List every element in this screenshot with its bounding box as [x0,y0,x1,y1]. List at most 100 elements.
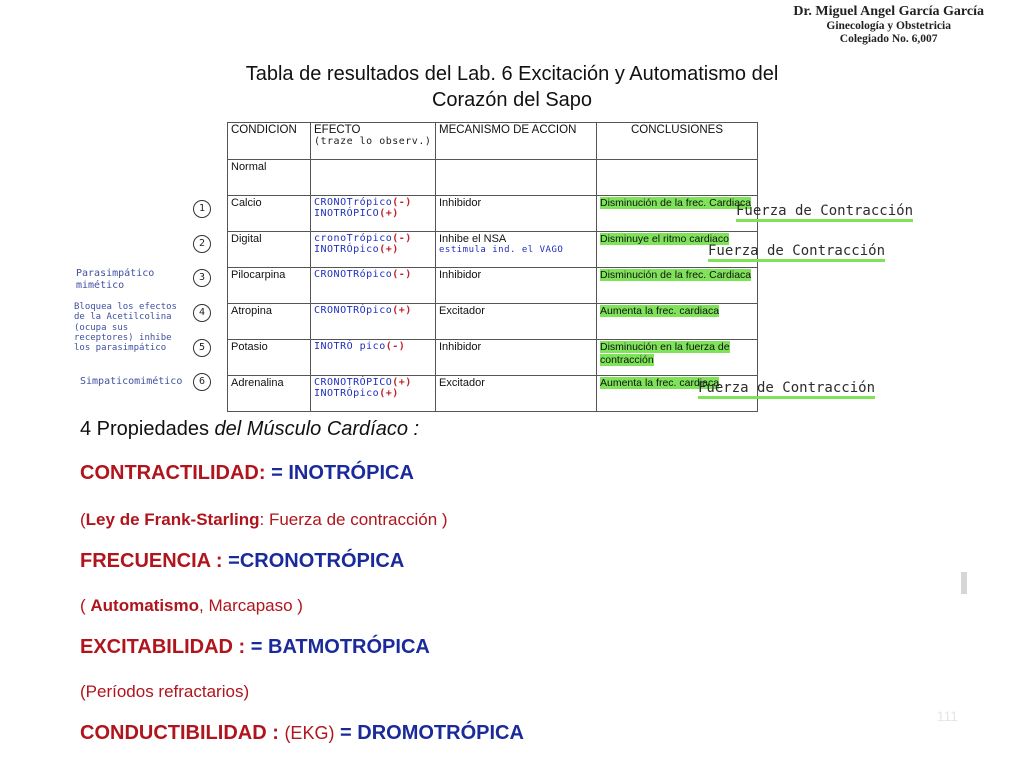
table-row: Pilocarpina CRONOTRópico(-) Inhibidor Di… [227,267,758,304]
conclusion-text: Disminución de la frec. Cardiaca [600,269,752,281]
effect-1-sign: (+) [392,377,412,388]
cell-mecanismo [435,159,597,196]
property-eq: = [271,462,283,484]
ley-open: ( [80,510,86,529]
ley-rest: : Fuerza de contracción ) [259,510,448,529]
property-excitabilidad: EXCITABILIDAD : = BATMOTRÓPICA [80,636,430,659]
cell-condicion: Normal [227,159,311,196]
properties-heading: 4 Propiedades del Músculo Cardíaco : [80,418,419,441]
effect-1-sign: (-) [392,233,412,244]
property-automatismo: ( Automatismo, Marcapaso ) [80,596,303,616]
conclusion-text: Disminuye el ritmo cardiaco [600,233,729,245]
header-condicion: CONDICION [227,122,311,160]
cell-conclusion [596,159,758,196]
cell-conclusion: Aumenta la frec. cardiaca [596,303,758,340]
heading-italic: del Músculo Cardíaco : [214,418,420,440]
effect-2: INOTRÓpico(+) [314,388,432,399]
cell-mecanismo: Excitador [435,375,597,412]
fuerza-note: Fuerza de Contracción [698,380,876,399]
table-row: Calcio CRONOTrópico(-) INOTRÓPICO(+) Inh… [227,195,758,232]
effect-1: cronoTrópico(-) [314,233,432,244]
mecanismo-note: estimula ind. el VAGO [439,245,564,255]
table-row: Normal [227,159,758,196]
property-value: DROMOTRÓPICA [357,722,524,744]
cell-efecto: CRONOTRÓpico(+) [310,303,436,340]
effect-1-text: CRONOTRÓpico [314,305,393,316]
property-label: EXCITABILIDAD : [80,636,246,658]
cell-condicion: Calcio [227,195,311,232]
effect-2-text: INOTRÓpico [314,388,380,399]
header-efecto-note: (traze lo observ.) [314,136,432,147]
mecanismo-text: Inhibe el NSA [439,233,507,245]
cell-efecto [310,159,436,196]
page-number: 111 [936,708,958,724]
property-conductibilidad: CONDUCTIBILIDAD : (EKG) = DROMOTRÓPICA [80,722,524,745]
effect-1-sign: (-) [385,341,406,352]
cell-mecanismo: Inhibidor [435,339,597,376]
effect-2: INOTRÓpico(+) [314,244,432,255]
property-periodos: (Períodos refractarios) [80,682,250,701]
table-row: Digital cronoTrópico(-) INOTRÓpico(+) In… [227,231,758,268]
property-eq: = [340,722,352,744]
effect-1: CRONOTRópico(-) [314,269,432,280]
cell-mecanismo: Inhibe el NSA estimula ind. el VAGO [435,231,597,268]
stamp-specialty: Ginecología y Obstetricia [826,19,951,32]
fuerza-note-text: Fuerza de Contracción [708,243,886,262]
table-row: Adrenalina CRONOTRÓPICO(+) INOTRÓpico(+)… [227,375,758,412]
stamp-registration: Colegiado No. 6,007 [839,32,938,45]
effect-1: INOTRÓ pico(-) [314,341,432,352]
effect-1-text: CRONOTRópico [314,269,393,280]
cell-mecanismo: Excitador [435,303,597,340]
row-number-circle: 2 [193,235,211,253]
property-eq: = [228,550,240,572]
property-label: CONTRACTILIDAD: [80,462,266,484]
cell-mecanismo: Inhibidor [435,195,597,232]
auto-bold: Automatismo [90,596,200,615]
cell-conclusion: Aumenta la frec. cardiaca [596,375,758,412]
fuerza-note: Fuerza de Contracción [708,243,886,262]
cell-efecto: CRONOTRópico(-) [310,267,436,304]
row-number-circle: 1 [193,200,211,218]
cell-condicion: Adrenalina [227,375,311,412]
effect-1: CRONOTRÓpico(+) [314,305,432,316]
effect-2: INOTRÓPICO(+) [314,208,432,219]
cell-condicion: Potasio [227,339,311,376]
cell-mecanismo: Inhibidor [435,267,597,304]
header-efecto-label: EFECTO [314,124,361,136]
row-number-circle: 3 [193,269,211,287]
conclusion-text: Disminución en la fuerza de contracción [600,341,730,366]
stamp-name: Dr. Miguel Angel García García [793,4,984,19]
conclusion-text: Aumenta la frec. cardiaca [600,377,720,389]
effect-2-sign: (+) [379,244,399,255]
margin-note-parasimpatico: Parasimpático mimético [76,268,155,291]
property-label: FRECUENCIA : [80,550,223,572]
header-efecto: EFECTO (traze lo observ.) [310,122,436,160]
fuerza-note-text: Fuerza de Contracción [698,380,876,399]
effect-2-sign: (+) [379,388,399,399]
margin-note-simpatico: Simpaticomimético [80,376,183,387]
title-line-1: Tabla de resultados del Lab. 6 Excitació… [245,63,779,85]
effect-1-text: INOTRÓ pico [314,341,386,352]
cell-condicion: Pilocarpina [227,267,311,304]
property-eq: = [250,636,263,658]
effect-1-text: CRONOTRÓPICO [314,377,393,388]
cell-conclusion: Disminución en la fuerza de contracción [596,339,758,376]
doctor-stamp: Dr. Miguel Angel García García Ginecolog… [793,4,984,45]
cell-efecto: CRONOTrópico(-) INOTRÓPICO(+) [310,195,436,232]
table-row: Potasio INOTRÓ pico(-) Inhibidor Disminu… [227,339,758,376]
header-mecanismo: MECANISMO DE ACCION [435,122,597,160]
fuerza-note: Fuerza de Contracción [736,203,914,222]
ley-bold: Ley de Frank-Starling [85,510,260,529]
cell-conclusion: Disminución de la frec. Cardiaca [596,195,758,232]
effect-1-text: cronoTrópico [314,233,393,244]
property-ley: (Ley de Frank-Starling: Fuerza de contra… [80,510,448,530]
auto-open: ( [80,596,91,615]
conclusion-text: Aumenta la frec. cardiaca [600,305,720,317]
property-value: CRONOTRÓPICA [239,550,405,572]
effect-1-sign: (+) [392,305,412,316]
effect-2-sign: (+) [379,208,399,219]
effect-2-text: INOTRÓpico [314,244,380,255]
effect-1-text: CRONOTrópico [314,197,393,208]
row-number-circle: 6 [193,373,211,391]
row-number-circle: 4 [193,304,211,322]
